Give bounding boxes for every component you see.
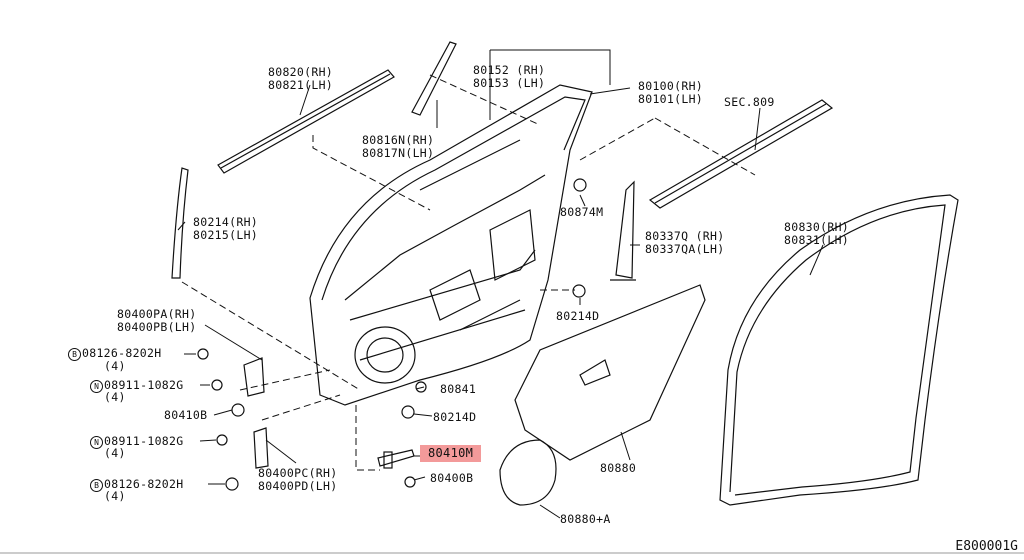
label-80410m-highlighted[interactable]: 80410M [420, 445, 482, 462]
label-80100: 80100(RH) 80101(LH) [638, 79, 704, 106]
front-sash [171, 167, 189, 279]
label-80816n: 80816N(RH) 80817N(LH) [362, 133, 435, 160]
qty-08126-lower: (4) [104, 489, 126, 503]
label-sec809: SEC.809 [724, 95, 775, 109]
qty-08911-upper: (4) [104, 390, 126, 404]
label-80400b: 80400B [430, 471, 474, 485]
label-80820: 80820(RH) 80821(LH) [268, 65, 334, 92]
door-panel [309, 84, 593, 406]
door-check [377, 449, 415, 469]
door-trim-sheet [514, 284, 706, 461]
bolt-symbol-b: B [90, 479, 103, 492]
sash-trim [411, 41, 457, 116]
part-number: 08911-1082G [104, 434, 184, 448]
fasteners [197, 178, 587, 491]
nut-symbol-n: N [90, 380, 103, 393]
part-number: 08126-8202H [82, 346, 162, 360]
label-80410b: 80410B [164, 408, 208, 422]
lower-hinge [253, 427, 269, 469]
part-number: 08911-1082G [104, 378, 184, 392]
label-80214d-mid: 80214D [433, 410, 477, 424]
label-80841: 80841 [440, 382, 477, 396]
diagram-code: E800001G [955, 539, 1018, 554]
qty-08126-upper: (4) [104, 359, 126, 373]
label-80152: 80152 (RH) 80153 (LH) [473, 63, 546, 90]
label-80337q: 80337Q (RH) 80337QA(LH) [645, 229, 725, 256]
label-80400pc: 80400PC(RH) 80400PD(LH) [258, 466, 338, 493]
upper-hinge [243, 357, 265, 397]
label-80830: 80830(RH) 80831(LH) [784, 220, 850, 247]
label-80214: 80214(RH) 80215(LH) [193, 215, 259, 242]
qty-08911-lower: (4) [104, 446, 126, 460]
label-80214d-top: 80214D [556, 309, 600, 323]
door-outer-molding [217, 69, 395, 174]
reference-lines [181, 74, 756, 471]
rear-sash [610, 180, 636, 281]
nut-symbol-n: N [90, 436, 103, 449]
body-weatherstrip [719, 194, 959, 506]
label-80400pa: 80400PA(RH) 80400PB(LH) [117, 307, 197, 334]
label-80874m: 80874M [560, 205, 604, 219]
outer-weatherstrip [648, 99, 834, 209]
leader-lines [177, 49, 824, 519]
bolt-symbol-b: B [68, 348, 81, 361]
label-80880a: 80880+A [560, 512, 611, 526]
part-number: 08126-8202H [104, 477, 184, 491]
label-80880: 80880 [600, 461, 637, 475]
sealing-screen [499, 439, 557, 506]
